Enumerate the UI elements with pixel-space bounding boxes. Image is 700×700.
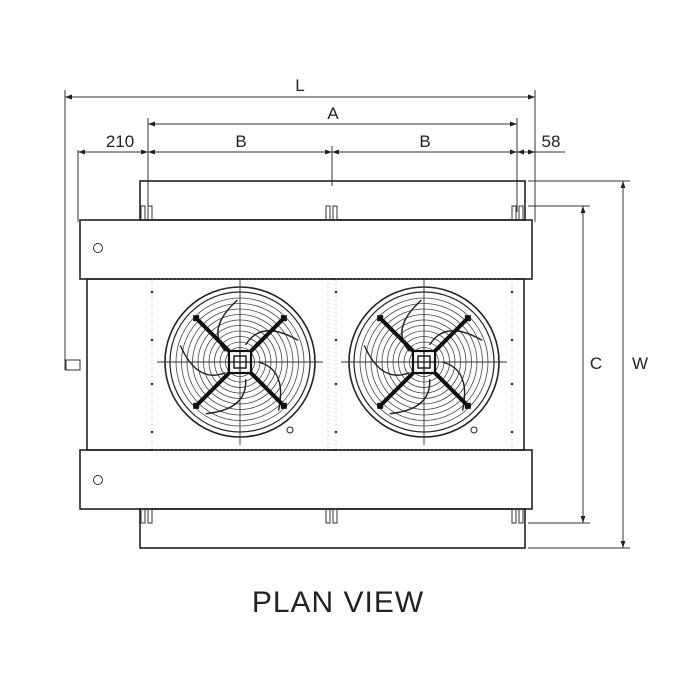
dimension-label-b-right: B: [419, 132, 430, 151]
fan-group: [150, 278, 514, 451]
top-bolt-hole: [93, 243, 103, 253]
dimension-label-b-left: B: [235, 132, 246, 151]
hanger-studs: [140, 205, 524, 524]
dimension-labels: L A 210 B B 58 C W: [106, 76, 648, 373]
dimension-label-c: C: [590, 354, 602, 373]
drain-pipe: [65, 359, 81, 371]
fan-casing: [86, 278, 525, 451]
dimension-label-a: A: [327, 104, 339, 123]
bottom-bolt-hole: [93, 475, 103, 485]
axial-fan-icon: [334, 278, 514, 451]
top-mounting-bracket: [79, 219, 533, 280]
dimension-label-l: L: [295, 76, 304, 95]
unit-outline: [65, 180, 533, 549]
dimension-lines: [64, 90, 630, 549]
plan-view-caption: PLAN VIEW: [252, 586, 424, 619]
dimension-label-58: 58: [542, 132, 561, 151]
bottom-mounting-bracket: [79, 449, 533, 510]
dimension-label-210: 210: [106, 132, 134, 151]
dimension-label-w: W: [632, 354, 648, 373]
axial-fan-icon: [150, 278, 329, 451]
